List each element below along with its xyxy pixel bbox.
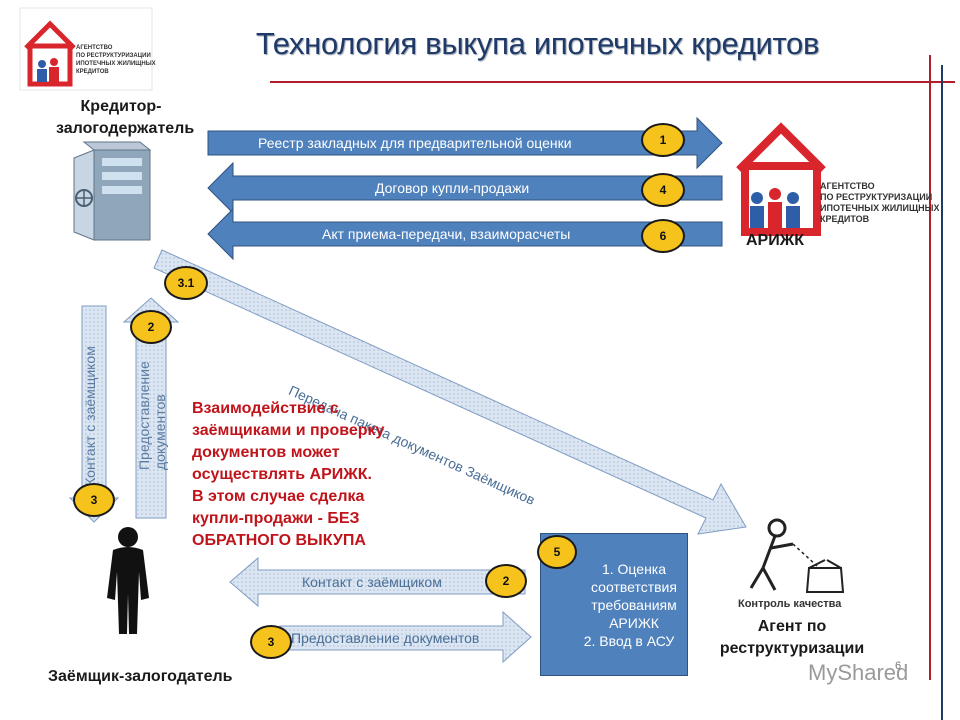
- creditor-label-line1: Кредитор-: [80, 98, 162, 115]
- agent-label: Агент по реструктуризации: [707, 616, 877, 660]
- logo-small: [19, 7, 153, 91]
- note-line: документов может: [192, 444, 340, 461]
- arizhk-label: АРИЖК: [746, 232, 804, 249]
- note-line: В этом случае сделка: [192, 488, 365, 505]
- note-text: Взаимодействие с заёмщиками и проверку д…: [192, 398, 384, 552]
- borrower-label: Заёмщик-залогодатель: [48, 668, 233, 685]
- step-badge-4: 4: [641, 173, 685, 207]
- logo-line: ИПОТЕЧНЫХ ЖИЛИЩНЫХ: [820, 203, 940, 213]
- arrow-package: [153, 249, 747, 535]
- arrow-act-label: Акт приема-передачи, взаиморасчеты: [322, 226, 571, 242]
- bank-building-icon: [73, 141, 152, 241]
- quality-control-icon: [749, 518, 845, 593]
- logo-line: ПО РЕСТРУКТУРИЗАЦИИ: [76, 53, 151, 59]
- note-line: купли-продажи - БЕЗ: [192, 510, 360, 527]
- creditor-label-line2: залогодержатель: [56, 120, 195, 137]
- borrower-silhouette-icon: [107, 527, 149, 634]
- step-badge-3-1: 3.1: [164, 266, 208, 300]
- step-badge-5: 5: [537, 535, 577, 569]
- step-badge-2-left: 2: [130, 310, 172, 344]
- watermark: MyShared: [808, 660, 909, 685]
- logo-line: КРЕДИТОВ: [820, 214, 870, 224]
- arrow-contract: [207, 161, 723, 215]
- step-badge-6: 6: [641, 219, 685, 253]
- logo-line: АГЕНТСТВО: [76, 45, 113, 51]
- arrow-contact-vertical-label: Контакт с заёмщиком: [82, 346, 98, 486]
- evaluation-box: 1. Оценка соответствия требованиям АРИЖК…: [540, 533, 688, 676]
- step-badge-2-bottom: 2: [485, 564, 527, 598]
- page-number: 6: [895, 660, 902, 672]
- agent-label-line2: реструктуризации: [719, 640, 865, 657]
- logo-small-text: АГЕНТСТВО ПО РЕСТРУКТУРИЗАЦИИ ИПОТЕЧНЫХ …: [76, 44, 156, 76]
- arrow-contact-bottom: [229, 556, 526, 608]
- agent-label-line1: Агент по: [757, 618, 827, 635]
- arrow-docs-vertical-label: Предоставление документов: [136, 361, 168, 470]
- logo-arizhk-text: АГЕНТСТВО ПО РЕСТРУКТУРИЗАЦИИ ИПОТЕЧНЫХ …: [820, 181, 939, 225]
- evaluation-item-2: 2. Ввод в АСУ: [583, 633, 675, 649]
- arrow-docs-bottom: [279, 610, 532, 664]
- arrow-registry: [207, 116, 723, 170]
- step-badge-3-bottom: 3: [250, 625, 292, 659]
- quality-control-label: Контроль качества: [738, 598, 842, 610]
- creditor-label: Кредитор- залогодержатель: [56, 96, 195, 140]
- logo-line: ИПОТЕЧНЫХ ЖИЛИЩНЫХ: [76, 61, 156, 67]
- logo-line: ПО РЕСТРУКТУРИЗАЦИИ: [820, 192, 933, 202]
- arrow-act: [207, 207, 723, 261]
- logo-arizhk: [735, 118, 927, 236]
- arrow-registry-label: Реестр закладных для предварительной оце…: [258, 135, 572, 151]
- step-badge-1: 1: [641, 123, 685, 157]
- logo-line: КРЕДИТОВ: [76, 69, 109, 75]
- logo-line: АГЕНТСТВО: [820, 181, 875, 191]
- evaluation-item-1: 1. Оценка соответствия требованиям АРИЖК: [591, 561, 677, 631]
- note-line: ОБРАТНОГО ВЫКУПА: [192, 532, 366, 549]
- page-title: Технология выкупа ипотечных кредитов: [255, 26, 820, 61]
- step-badge-3-left: 3: [73, 483, 115, 517]
- note-line: Взаимодействие с: [192, 400, 339, 417]
- arrow-contract-label: Договор купли-продажи: [375, 180, 530, 196]
- arrow-docs-bottom-label: Предоставление документов: [291, 630, 480, 646]
- note-line: осуществлять АРИЖК.: [192, 466, 372, 483]
- arrow-contact-bottom-label: Контакт с заёмщиком: [302, 574, 442, 590]
- note-line: заёмщиками и проверку: [192, 422, 385, 439]
